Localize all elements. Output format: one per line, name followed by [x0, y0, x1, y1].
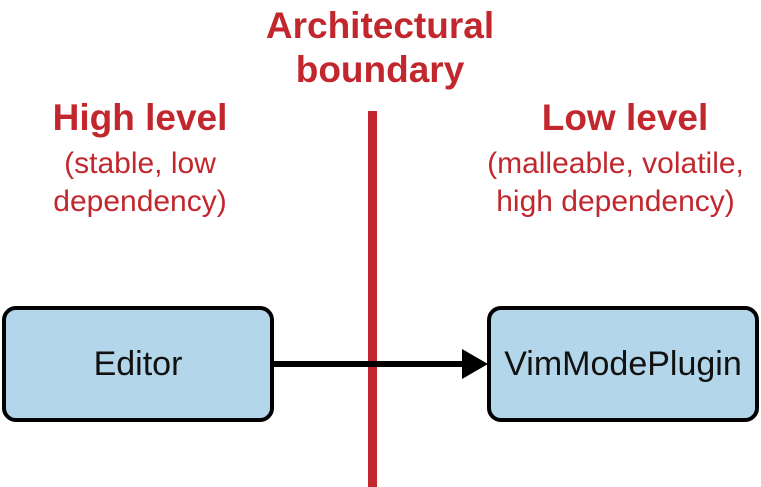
vim-mode-plugin-box-label: VimModePlugin [504, 344, 742, 383]
boundary-label-line1: Architectural [265, 5, 495, 46]
vim-mode-plugin-box: VimModePlugin [487, 306, 759, 422]
dependency-arrow-shaft [274, 361, 464, 367]
low-level-description-line1: (malleable, volatile, [487, 147, 744, 180]
architectural-boundary-label: Architectural boundary [220, 4, 540, 92]
editor-box: Editor [2, 306, 274, 422]
low-level-description: (malleable, volatile, high dependency) [470, 145, 761, 221]
architectural-boundary-line [368, 111, 377, 487]
high-level-title: High level [52, 97, 228, 138]
low-level-title: Low level [541, 97, 709, 138]
editor-box-label: Editor [93, 344, 183, 383]
low-level-description-line2: high dependency) [496, 185, 735, 218]
boundary-label-line2: boundary [295, 49, 465, 90]
high-level-description-line2: dependency) [53, 185, 227, 218]
dependency-arrow-head [462, 349, 488, 379]
high-level-description: (stable, low dependency) [10, 145, 270, 221]
high-level-description-line1: (stable, low [64, 147, 216, 180]
